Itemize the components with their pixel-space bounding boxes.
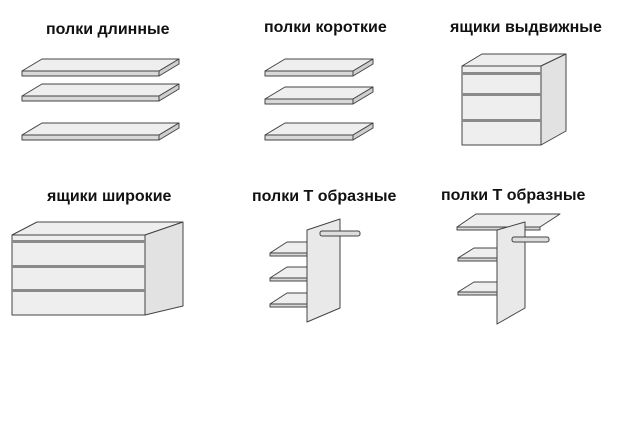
- long-shelves-figure: [21, 58, 180, 141]
- drawer-gap: [462, 119, 541, 122]
- drawer-gap: [462, 72, 541, 75]
- t-shelves-figure-1: [269, 218, 361, 323]
- label-pullout-drawers: ящики выдвижные: [450, 19, 602, 36]
- short-shelf: [264, 122, 374, 141]
- label-t-shelves-1: полки Т образные: [252, 188, 397, 205]
- drawer-gap: [12, 240, 145, 243]
- short-shelves-figure: [264, 58, 374, 141]
- long-shelf: [21, 58, 180, 77]
- drawer-gap: [462, 93, 541, 96]
- t-shelves-figure-2: [456, 213, 561, 325]
- label-wide-drawers: ящики широкие: [47, 188, 172, 205]
- short-shelf: [264, 86, 374, 105]
- wide-drawers-figure: [11, 221, 184, 316]
- hanger-rod: [511, 236, 550, 243]
- pullout-drawers-figure: [461, 53, 567, 146]
- label-t-shelves-2: полки Т образные: [441, 187, 586, 204]
- long-shelf: [21, 83, 180, 102]
- label-long-shelves: полки длинные: [46, 21, 170, 38]
- long-shelf: [21, 122, 180, 141]
- label-short-shelves: полки короткие: [264, 19, 387, 36]
- hanger-rod: [319, 230, 361, 237]
- drawer-gap: [12, 265, 145, 268]
- short-shelf: [264, 58, 374, 77]
- drawer-gap: [12, 289, 145, 292]
